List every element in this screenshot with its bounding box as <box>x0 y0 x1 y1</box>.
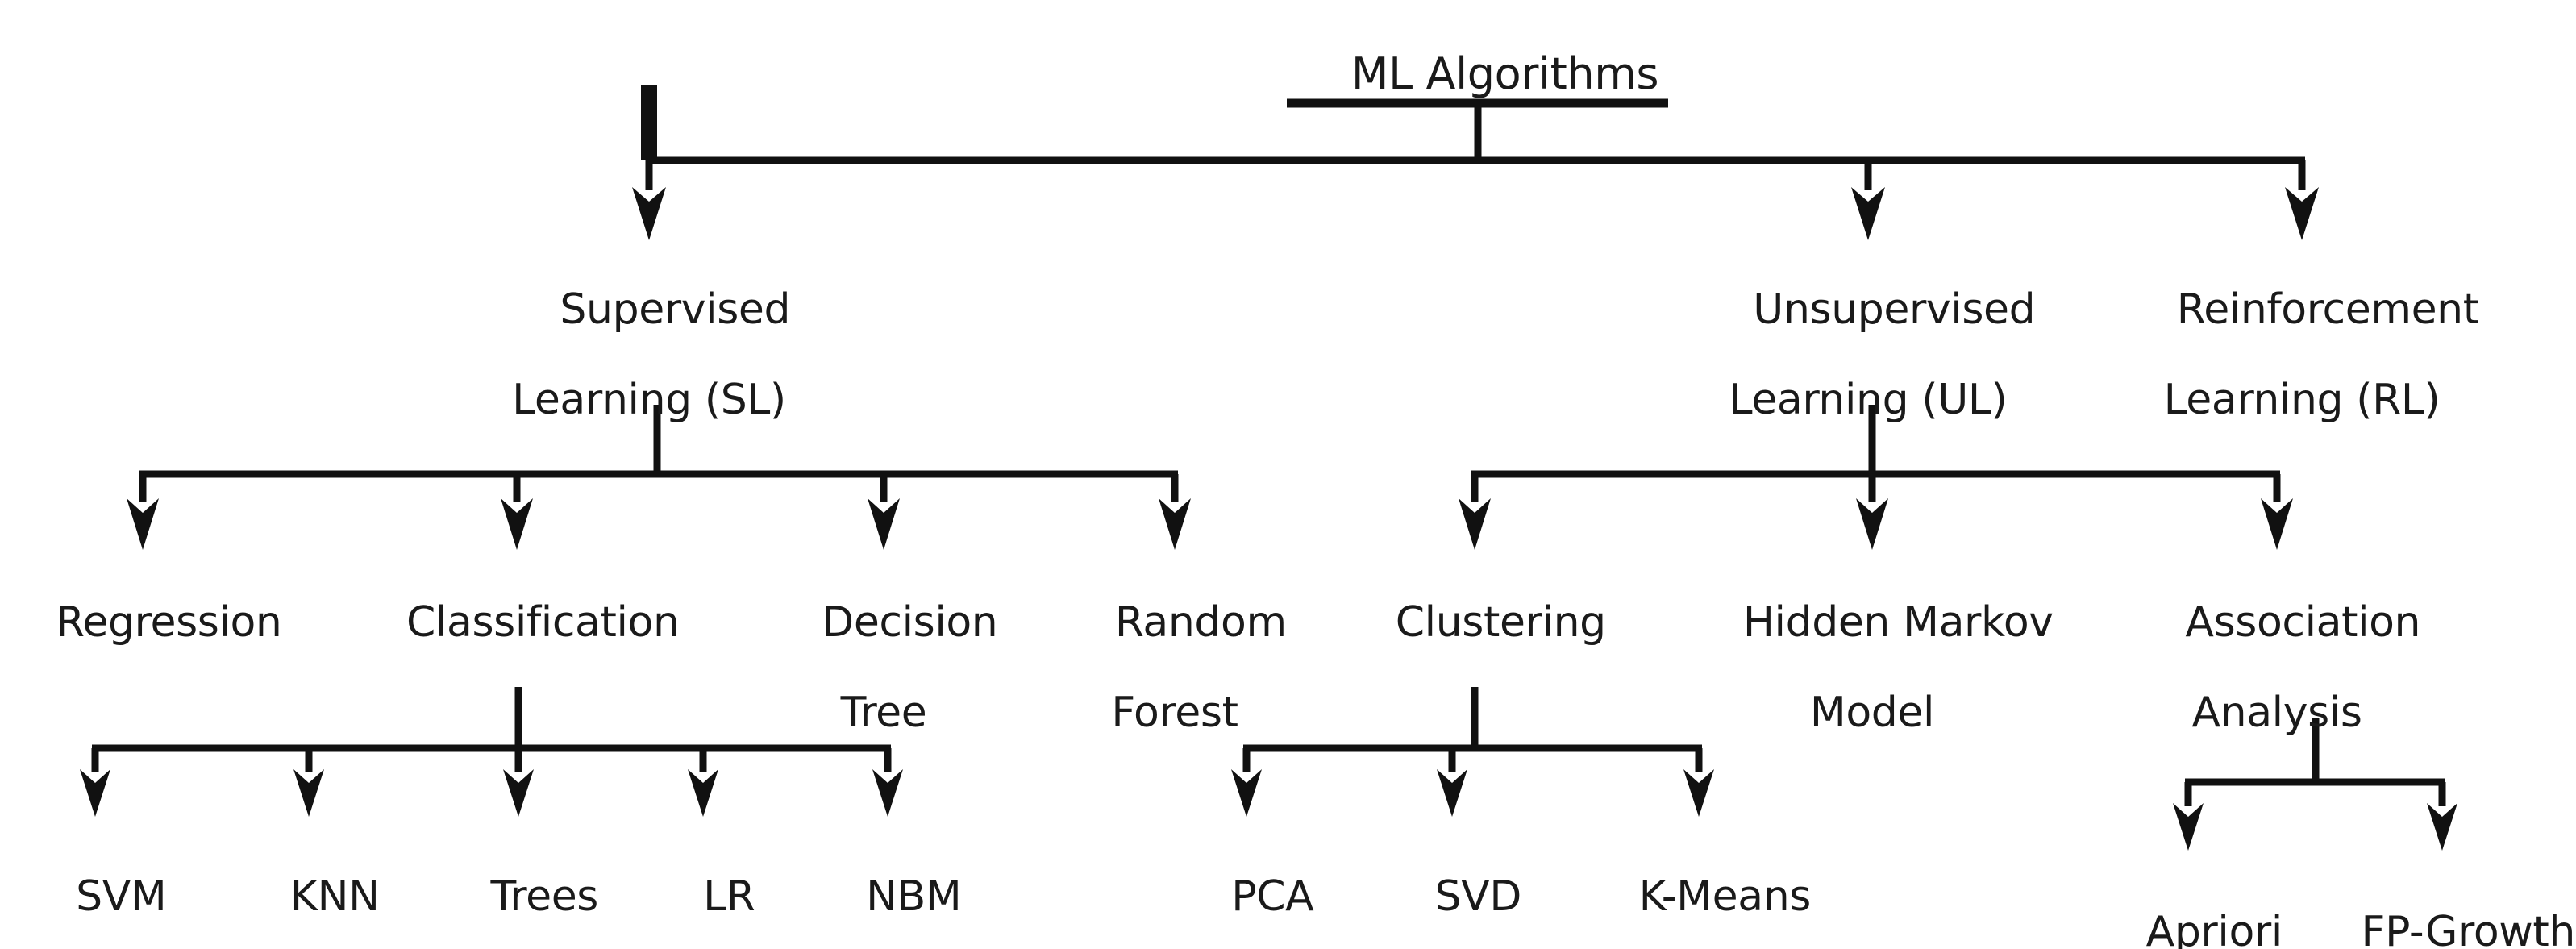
node-supervised-learning[interactable]: Supervised Learning (SL) <box>508 242 790 514</box>
node-hidden-markov-model[interactable]: Hidden Markov Model <box>1691 555 2054 826</box>
arrow-down-decision-tree <box>868 474 900 550</box>
node-clustering-label: Clustering <box>1395 598 1606 647</box>
node-nbm-label: NBM <box>866 872 962 922</box>
arrow-down-trees <box>503 748 534 817</box>
node-nbm[interactable]: NBM <box>814 829 962 949</box>
arrow-down-supervised <box>632 160 666 240</box>
node-clustering[interactable]: Clustering <box>1343 555 1606 690</box>
node-k-means[interactable]: K-Means <box>1587 829 1812 949</box>
node-random-forest[interactable]: Random Forest <box>1063 555 1287 826</box>
node-association-analysis-line1: Association <box>2185 598 2421 647</box>
node-association-analysis-line2: Analysis <box>2191 689 2362 738</box>
arrow-down-association-analysis <box>2261 474 2293 550</box>
node-decision-tree-line1: Decision <box>822 598 998 647</box>
arrow-down-fp-growth <box>2427 782 2457 851</box>
node-svm[interactable]: SVM <box>24 829 167 949</box>
node-knn[interactable]: KNN <box>238 829 380 949</box>
arrow-down-apriori <box>2173 782 2204 851</box>
node-classification[interactable]: Classification <box>355 555 680 690</box>
arrow-down-unsupervised <box>1851 160 1885 240</box>
node-ml-algorithms[interactable]: ML Algorithms <box>1297 4 1659 145</box>
node-hidden-markov-model-line1: Hidden Markov <box>1742 598 2054 647</box>
node-ml-algorithms-label: ML Algorithms <box>1350 48 1659 100</box>
node-reinforcement-learning-line1: Reinforcement <box>2176 285 2479 335</box>
arrow-down-svd <box>1437 748 1467 817</box>
node-random-forest-line1: Random <box>1114 598 1287 647</box>
arrow-down-pca <box>1231 748 1262 817</box>
node-unsupervised-learning[interactable]: Unsupervised Learning (UL) <box>1701 242 2036 514</box>
arrow-down-knn <box>293 748 324 817</box>
node-random-forest-line2: Forest <box>1111 689 1238 738</box>
node-lr[interactable]: LR <box>651 829 755 949</box>
arrow-down-k-means <box>1683 748 1714 817</box>
arrow-down-classification <box>501 474 533 550</box>
arrow-supervised-learning <box>641 85 657 160</box>
node-apriori[interactable]: Apriori <box>2094 864 2283 949</box>
arrow-down-hidden-markov-model <box>1856 474 1888 550</box>
arrow-down-regression <box>127 474 159 550</box>
node-svm-label: SVM <box>76 872 167 922</box>
arrow-down-lr <box>688 748 718 817</box>
arrow-down-svm <box>80 748 110 817</box>
node-classification-label: Classification <box>406 598 680 647</box>
node-reinforcement-learning[interactable]: Reinforcement Learning (RL) <box>2124 242 2480 514</box>
node-pca[interactable]: PCA <box>1180 829 1314 949</box>
node-regression[interactable]: Regression <box>4 555 282 690</box>
node-reinforcement-learning-line2: Learning (RL) <box>2163 376 2441 425</box>
arrow-down-random-forest <box>1159 474 1191 550</box>
node-hidden-markov-model-line2: Model <box>1809 689 1935 738</box>
node-lr-label: LR <box>703 872 755 922</box>
node-fp-growth[interactable]: FP-Growth <box>2309 864 2576 949</box>
node-k-means-label: K-Means <box>1638 872 1812 922</box>
node-decision-tree-line2: Tree <box>840 689 927 738</box>
node-trees[interactable]: Trees <box>439 829 599 949</box>
node-unsupervised-learning-line2: Learning (UL) <box>1729 376 2008 425</box>
node-association-analysis[interactable]: Association Analysis <box>2133 555 2420 826</box>
node-trees-label: Trees <box>490 872 599 922</box>
node-unsupervised-learning-line1: Unsupervised <box>1753 285 2036 335</box>
arrow-down-clustering <box>1459 474 1491 550</box>
node-decision-tree[interactable]: Decision Tree <box>770 555 998 826</box>
node-supervised-learning-line2: Learning (SL) <box>512 376 786 425</box>
node-pca-label: PCA <box>1231 872 1314 922</box>
node-regression-label: Regression <box>56 598 282 647</box>
arrow-down-nbm <box>872 748 903 817</box>
node-supervised-learning-line1: Supervised <box>560 285 791 335</box>
node-fp-growth-label: FP-Growth <box>2361 908 2576 949</box>
arrow-down-reinforcement <box>2285 160 2319 240</box>
node-apriori-label: Apriori <box>2145 908 2283 949</box>
node-svd[interactable]: SVD <box>1383 829 1522 949</box>
node-knn-label: KNN <box>289 872 380 922</box>
node-svd-label: SVD <box>1434 872 1522 922</box>
